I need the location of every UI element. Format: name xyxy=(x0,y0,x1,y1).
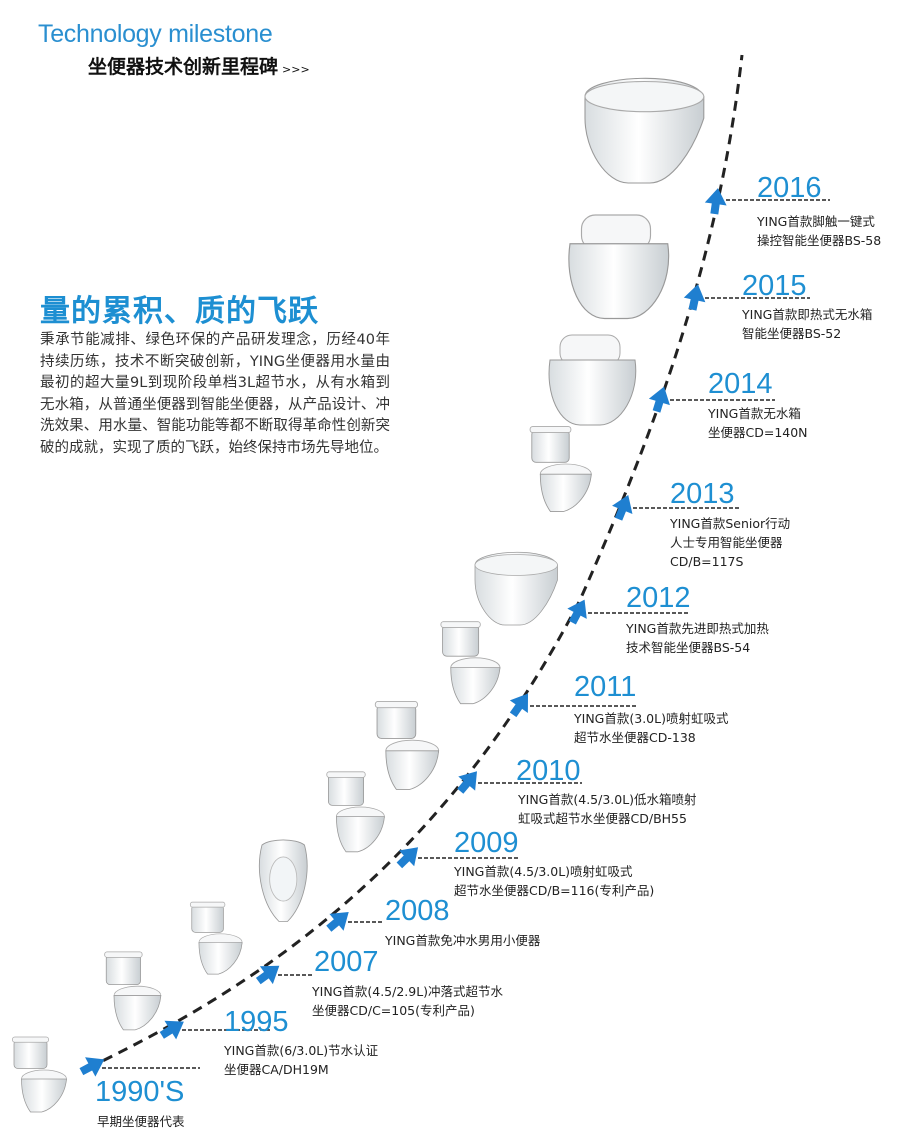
bowl xyxy=(335,816,385,853)
milestone-year: 2011 xyxy=(574,671,637,703)
bowl xyxy=(21,1078,67,1113)
milestone-year: 1995 xyxy=(224,1006,289,1038)
milestone-desc: YING首款(3.0L)喷射虹吸式 超节水坐便器CD-138 xyxy=(574,711,729,745)
arrow-shape xyxy=(704,188,727,215)
milestone-desc: YING首款免冲水男用小便器 xyxy=(385,933,541,948)
toilet-image xyxy=(374,701,440,790)
milestone-desc: YING首款(4.5/3.0L)低水箱喷射 虹吸式超节水坐便器CD/BH55 xyxy=(518,792,697,826)
arrow-up-icon xyxy=(159,1020,184,1040)
urinal-bowl xyxy=(269,856,298,902)
arrow-shape xyxy=(396,847,419,869)
toilet-image xyxy=(568,214,670,320)
tank xyxy=(328,774,365,806)
bowl xyxy=(385,750,440,790)
intro-paragraph: 秉承节能减排、绿色环保的产品研发理念，历经40年持续历练，技术不断突破创新，YI… xyxy=(40,332,390,456)
tank xyxy=(376,704,417,739)
milestone-desc: 早期坐便器代表 xyxy=(97,1114,185,1129)
milestone-connectors xyxy=(102,199,830,1069)
arrow-shape xyxy=(457,771,477,794)
toilet-image xyxy=(440,621,501,705)
timeline-curve xyxy=(87,54,744,1070)
arrow-shape xyxy=(567,599,587,625)
toilet-image xyxy=(104,951,162,1031)
arrow-shape xyxy=(159,1020,184,1040)
arrow-up-icon xyxy=(326,912,349,932)
tank-lid xyxy=(326,771,366,778)
milestone-year: 1990'S xyxy=(95,1076,185,1108)
milestone-arrows xyxy=(79,188,727,1077)
milestone-year: 2009 xyxy=(454,827,519,859)
arrow-up-icon xyxy=(457,771,477,794)
tank-lid xyxy=(440,621,481,628)
arrow-shape xyxy=(255,965,280,985)
arrow-up-icon xyxy=(704,188,727,215)
toilet-image xyxy=(529,426,592,513)
arrow-shape xyxy=(683,284,706,311)
toilet-image xyxy=(474,551,558,626)
milestone-year: 2013 xyxy=(670,478,735,510)
milestone-desc: YING首款脚触一键式 操控智能坐便器BS-58 xyxy=(757,214,882,248)
arrow-up-icon xyxy=(567,599,587,625)
tank xyxy=(531,429,570,463)
arrow-up-icon xyxy=(612,495,633,521)
bowl xyxy=(113,995,162,1031)
bowl xyxy=(198,942,243,975)
arrow-up-icon xyxy=(79,1057,105,1077)
arrow-up-icon xyxy=(648,386,670,413)
toilet-image xyxy=(259,839,308,922)
chevrons-icon: >>> xyxy=(282,63,310,76)
arrow-shape xyxy=(79,1057,105,1077)
milestone-year: 2015 xyxy=(742,270,807,302)
milestone-desc: YING首款即热式无水箱 智能坐便器BS-52 xyxy=(742,307,873,341)
milestone-desc: YING首款无水箱 坐便器CD=140N xyxy=(708,406,808,440)
tank-lid xyxy=(529,426,572,433)
milestone-year: 2016 xyxy=(757,172,822,204)
milestone-year: 2014 xyxy=(708,368,773,400)
milestone-year: 2008 xyxy=(385,895,450,927)
arrow-shape xyxy=(509,693,529,718)
headline: 量的累积、质的飞跃 xyxy=(40,294,319,329)
tank-lid xyxy=(374,701,418,709)
title-chinese: 坐便器技术创新里程碑>>> xyxy=(88,52,310,79)
toilet-image xyxy=(189,901,243,975)
bowl xyxy=(450,667,501,705)
milestone-year: 2010 xyxy=(516,755,581,787)
arrow-shape xyxy=(648,386,670,413)
tank xyxy=(442,624,480,657)
milestone-desc: YING首款(4.5/2.9L)冲落式超节水 坐便器CD/C=105(专利产品) xyxy=(312,984,504,1018)
milestone-desc: YING首款(4.5/3.0L)喷射虹吸式 超节水坐便器CD/B=116(专利产… xyxy=(454,864,655,898)
arrow-shape xyxy=(326,912,349,932)
toilet-image xyxy=(584,77,705,184)
arrow-up-icon xyxy=(509,693,529,718)
milestone-desc: YING首款Senior行动 人士专用智能坐便器 CD/B=117S xyxy=(670,516,791,569)
milestone-year: 2012 xyxy=(626,582,691,614)
arrow-shape xyxy=(612,495,633,521)
product-images xyxy=(12,77,705,1113)
tank-lid xyxy=(104,951,143,958)
title-chinese-text: 坐便器技术创新里程碑 xyxy=(88,56,279,78)
arrow-up-icon xyxy=(255,965,280,985)
bowl xyxy=(539,473,592,513)
milestone-year: 2007 xyxy=(314,946,379,978)
milestone-desc: YING首款(6/3.0L)节水认证 坐便器CA/DH19M xyxy=(224,1043,379,1077)
tank xyxy=(191,904,224,933)
milestone-desc: YING首款先进即热式加热 技术智能坐便器BS-54 xyxy=(626,621,769,655)
tank-lid xyxy=(12,1036,49,1043)
tank xyxy=(105,954,141,986)
toilet-image xyxy=(548,334,637,426)
arrow-up-icon xyxy=(683,284,706,311)
bowl xyxy=(548,359,637,426)
toilet-image xyxy=(326,771,385,853)
arrow-up-icon xyxy=(396,847,419,869)
tank-lid xyxy=(189,901,226,908)
title-english: Technology milestone xyxy=(38,20,273,48)
toilet-image xyxy=(12,1036,67,1113)
bowl xyxy=(568,243,670,320)
smart-toilet-lid xyxy=(584,80,705,113)
tank xyxy=(13,1039,48,1069)
smart-toilet-lid xyxy=(474,554,558,576)
